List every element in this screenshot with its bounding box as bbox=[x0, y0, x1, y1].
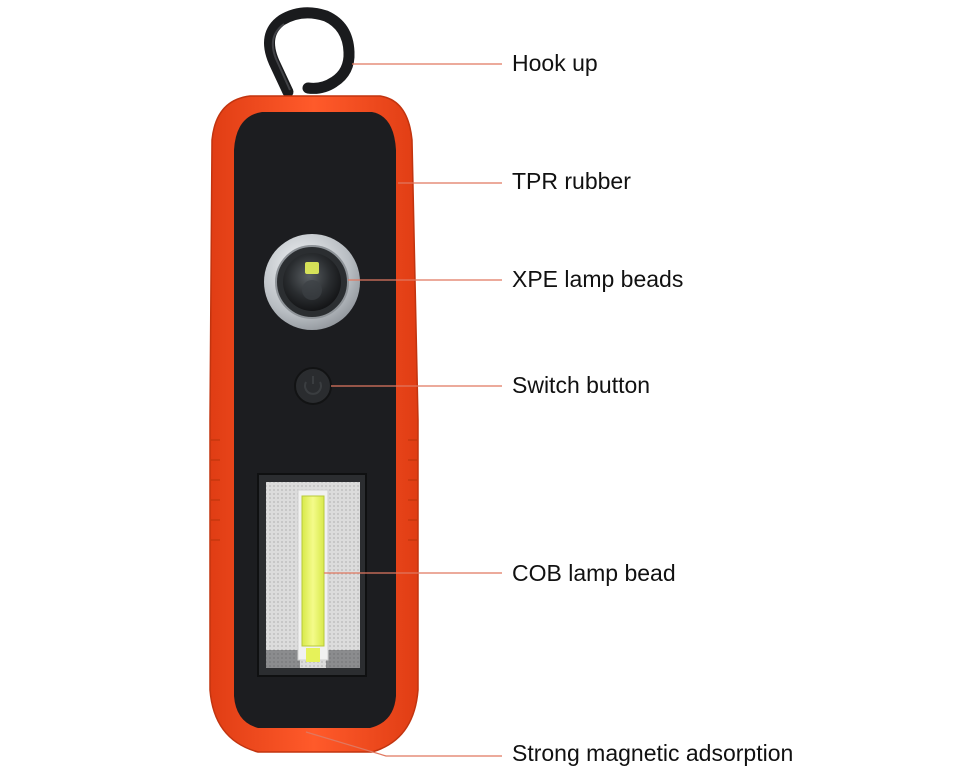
hook-icon bbox=[264, 7, 355, 98]
cob-led-panel-icon bbox=[257, 473, 367, 677]
leader-strong-magnetic-adsorption bbox=[305, 731, 502, 757]
callout-label-cob-lamp-bead: COB lamp bead bbox=[512, 560, 676, 586]
callout-label-strong-magnetic-adsorption: Strong magnetic adsorption bbox=[512, 740, 794, 766]
xpe-led-lens-icon bbox=[264, 234, 360, 330]
power-button-icon[interactable] bbox=[294, 367, 332, 405]
callout-label-xpe-lamp-beads: XPE lamp beads bbox=[512, 266, 684, 292]
callout-label-switch-button: Switch button bbox=[512, 372, 651, 398]
callout-label-hook-up: Hook up bbox=[512, 50, 598, 76]
callout-leader-lines bbox=[305, 63, 502, 757]
callout-label-tpr-rubber: TPR rubber bbox=[512, 168, 631, 194]
